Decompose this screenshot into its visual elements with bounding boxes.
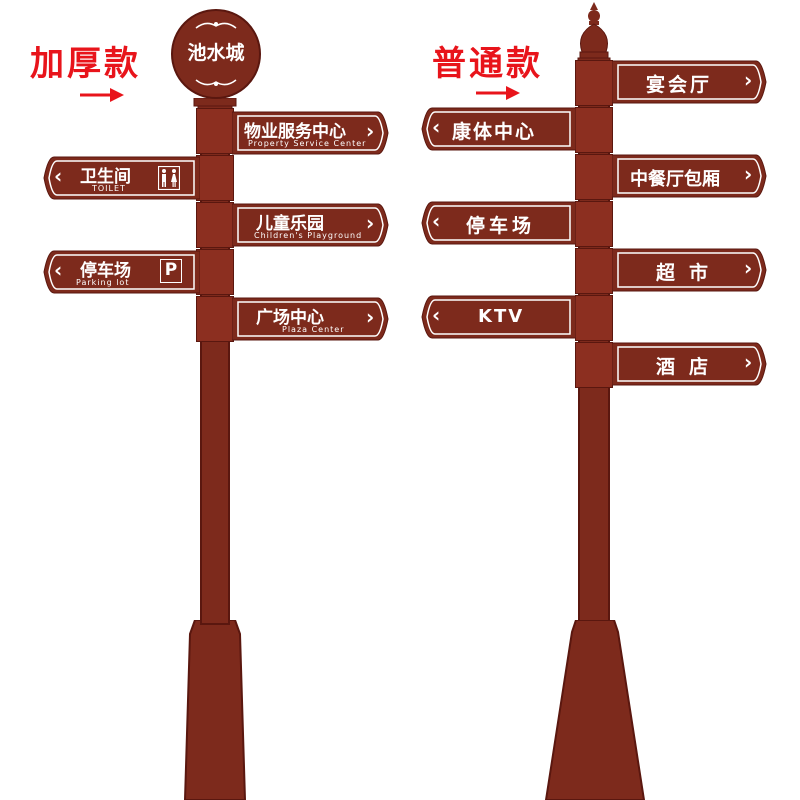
- sign-sublabel: Children's Playground: [254, 231, 363, 240]
- sign-label: 停车场: [80, 261, 131, 281]
- sign-hotel: 酒店 ›: [612, 341, 768, 387]
- pole-clamp: [196, 296, 234, 342]
- chevron-right-icon: ›: [744, 162, 753, 186]
- pole-clamp: [196, 155, 234, 201]
- sign-property-service-center: 物业服务中心 Property Service Center ›: [232, 110, 390, 156]
- sign-supermarket: 超市 ›: [612, 247, 768, 293]
- pole-clamp: [196, 202, 234, 248]
- sign-chinese-restaurant-rooms: 中餐厅包厢 ›: [612, 153, 768, 199]
- sign-parking-lot: ‹ 停车场: [420, 200, 576, 246]
- pole-clamp: [575, 201, 613, 247]
- sign-label: 酒店: [656, 356, 723, 378]
- post-base: [544, 620, 646, 800]
- arrow-right-icon: [476, 86, 520, 100]
- post-base: [183, 620, 247, 800]
- pole-clamp: [575, 295, 613, 341]
- sign-plaza-center: 广场中心 Plaza Center ›: [232, 296, 390, 342]
- sign-sublabel: Property Service Center: [248, 139, 367, 148]
- sign-ktv: ‹ KTV: [420, 294, 576, 340]
- chevron-left-icon: ‹: [54, 164, 63, 188]
- sign-label: 物业服务中心: [244, 122, 346, 142]
- pole-clamp: [575, 342, 613, 388]
- arrow-right-icon: [80, 88, 124, 102]
- sign-sublabel: Plaza Center: [282, 325, 345, 334]
- top-disc: [171, 9, 261, 99]
- sign-label: 康体中心: [452, 121, 537, 143]
- chevron-right-icon: ›: [744, 68, 753, 92]
- sign-label: 中餐厅包厢: [630, 169, 720, 190]
- pole-clamp: [575, 60, 613, 106]
- chevron-right-icon: ›: [366, 119, 375, 143]
- sign-toilet: ‹ 卫生间 TOILET: [42, 155, 200, 201]
- toilet-icon: [158, 166, 180, 190]
- chevron-right-icon: ›: [366, 305, 375, 329]
- sign-sublabel: Parking lot: [76, 278, 130, 287]
- post-finial: [577, 2, 611, 64]
- chevron-left-icon: ‹: [54, 258, 63, 282]
- pole-clamp: [575, 107, 613, 153]
- pole-clamp: [196, 249, 234, 295]
- sign-parking-lot: ‹ 停车场 Parking lot P: [42, 249, 200, 295]
- chevron-left-icon: ‹: [432, 115, 441, 139]
- top-disc-text: 池水城: [187, 42, 245, 64]
- pole-clamp: [575, 154, 613, 200]
- chevron-left-icon: ‹: [432, 303, 441, 327]
- parking-icon: P: [160, 259, 182, 283]
- caption-normal: 普通款: [432, 44, 543, 84]
- sign-childrens-playground: 儿童乐园 Children's Playground ›: [232, 202, 390, 248]
- sign-label: 儿童乐园: [256, 214, 324, 234]
- sign-fitness-center: ‹ 康体中心: [420, 106, 576, 152]
- chevron-left-icon: ‹: [432, 209, 441, 233]
- sign-label: 停车场: [466, 215, 536, 237]
- sign-banquet-hall: 宴会厅 ›: [612, 59, 768, 105]
- pole-clamp: [196, 108, 234, 154]
- sign-sublabel: TOILET: [92, 184, 126, 193]
- pole-clamp: [575, 248, 613, 294]
- sign-label: KTV: [478, 306, 525, 327]
- sign-label: 卫生间: [80, 167, 131, 187]
- sign-label: 宴会厅: [646, 74, 713, 96]
- chevron-right-icon: ›: [366, 211, 375, 235]
- chevron-right-icon: ›: [744, 350, 753, 374]
- chevron-right-icon: ›: [744, 256, 753, 280]
- sign-label: 超市: [656, 262, 723, 284]
- sign-label: 广场中心: [256, 308, 324, 328]
- caption-thick: 加厚款: [30, 44, 141, 84]
